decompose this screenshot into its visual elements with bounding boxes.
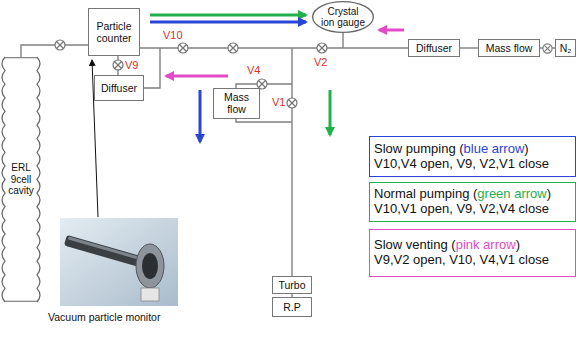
massflow-box: Mass flow bbox=[478, 39, 540, 57]
mode-title: Slow pumping (blue arrow) bbox=[374, 142, 529, 157]
mode-box: Slow pumping (blue arrow)V10,V4 open, V9… bbox=[369, 136, 576, 177]
massflow-box: Mass flow bbox=[213, 88, 260, 119]
connector-box bbox=[141, 288, 159, 301]
node-text: N₂ bbox=[560, 42, 572, 54]
flow-arrow bbox=[166, 75, 228, 78]
valve bbox=[317, 43, 327, 53]
bellows-cap bbox=[5, 301, 37, 302]
valve bbox=[543, 44, 552, 53]
node-text: Diffuser bbox=[101, 82, 137, 94]
photo-background bbox=[60, 218, 178, 306]
turbo-pipe bbox=[291, 48, 292, 276]
node-text: Mass flow bbox=[217, 91, 256, 115]
node-text: Diffuser bbox=[416, 42, 452, 54]
flow-arrow bbox=[150, 21, 306, 24]
valve-label: V2 bbox=[314, 56, 327, 69]
pipe-connector bbox=[460, 47, 478, 48]
arrow-color-word: green arrow bbox=[477, 186, 546, 201]
node-text: R.P bbox=[283, 301, 301, 313]
bellows-wall bbox=[2, 57, 5, 302]
flow-arrow bbox=[199, 90, 202, 142]
mode-box: Normal pumping (green arrow)V10,V1 open,… bbox=[369, 182, 576, 222]
node-text: Crystal ion gauge bbox=[320, 6, 366, 29]
node-text: Mass flow bbox=[486, 42, 533, 54]
flow-arrow bbox=[150, 14, 306, 17]
valve-label: V10 bbox=[163, 29, 183, 42]
mode-valves: V10,V4 open, V9, V2,V1 close bbox=[374, 157, 549, 172]
gauge-ellipse: Crystal ion gauge bbox=[312, 1, 374, 33]
valve-label: V9 bbox=[125, 59, 138, 72]
valve bbox=[228, 43, 238, 53]
flange-port bbox=[142, 253, 158, 279]
turbo-box: Turbo bbox=[272, 276, 312, 294]
photo-caption: Vacuum particle monitor bbox=[48, 311, 160, 323]
diffuser-pipe bbox=[144, 48, 160, 88]
node-text: ERL 9cell cavity bbox=[5, 162, 37, 197]
counter-box: Particle counter bbox=[88, 8, 140, 56]
mode-box: Slow venting (pink arrow)V9,V2 open, V10… bbox=[369, 229, 576, 277]
bellows-cap bbox=[5, 57, 37, 58]
mode-valves: V9,V2 open, V10, V4,V1 close bbox=[374, 253, 549, 268]
cavity-bellows: ERL 9cell cavity bbox=[2, 57, 40, 302]
valve-label: V4 bbox=[247, 64, 260, 77]
valve bbox=[178, 43, 188, 53]
arrow-color-word: pink arrow bbox=[456, 237, 516, 252]
probe-highlight bbox=[68, 236, 144, 260]
ellipse-border bbox=[313, 2, 374, 33]
valve bbox=[113, 60, 123, 70]
diffuser-box: Diffuser bbox=[94, 75, 144, 101]
valve bbox=[287, 98, 297, 108]
flow-arrow bbox=[379, 29, 404, 32]
bellows-wall bbox=[37, 57, 40, 302]
flange bbox=[136, 244, 164, 288]
mode-title: Slow venting (pink arrow) bbox=[374, 238, 520, 253]
mode-title: Normal pumping (green arrow) bbox=[374, 187, 551, 202]
node-text: Particle counter bbox=[92, 20, 136, 44]
mode-valves: V10,V1 open, V9, V2,V4 close bbox=[374, 202, 549, 217]
pipe-connector bbox=[21, 45, 88, 57]
node-text: Turbo bbox=[278, 279, 305, 291]
diffuser-box: Diffuser bbox=[408, 39, 460, 57]
monitor-photo bbox=[60, 218, 178, 306]
probe-tube bbox=[64, 235, 146, 268]
valve-label: V1 bbox=[272, 96, 285, 109]
arrow-color-word: blue arrow bbox=[464, 141, 525, 156]
valve bbox=[55, 40, 65, 50]
pump-box: R.P bbox=[272, 297, 312, 317]
flow-arrow bbox=[329, 90, 332, 135]
gauge-pipe bbox=[342, 32, 343, 48]
gas-box: N₂ bbox=[555, 39, 576, 57]
